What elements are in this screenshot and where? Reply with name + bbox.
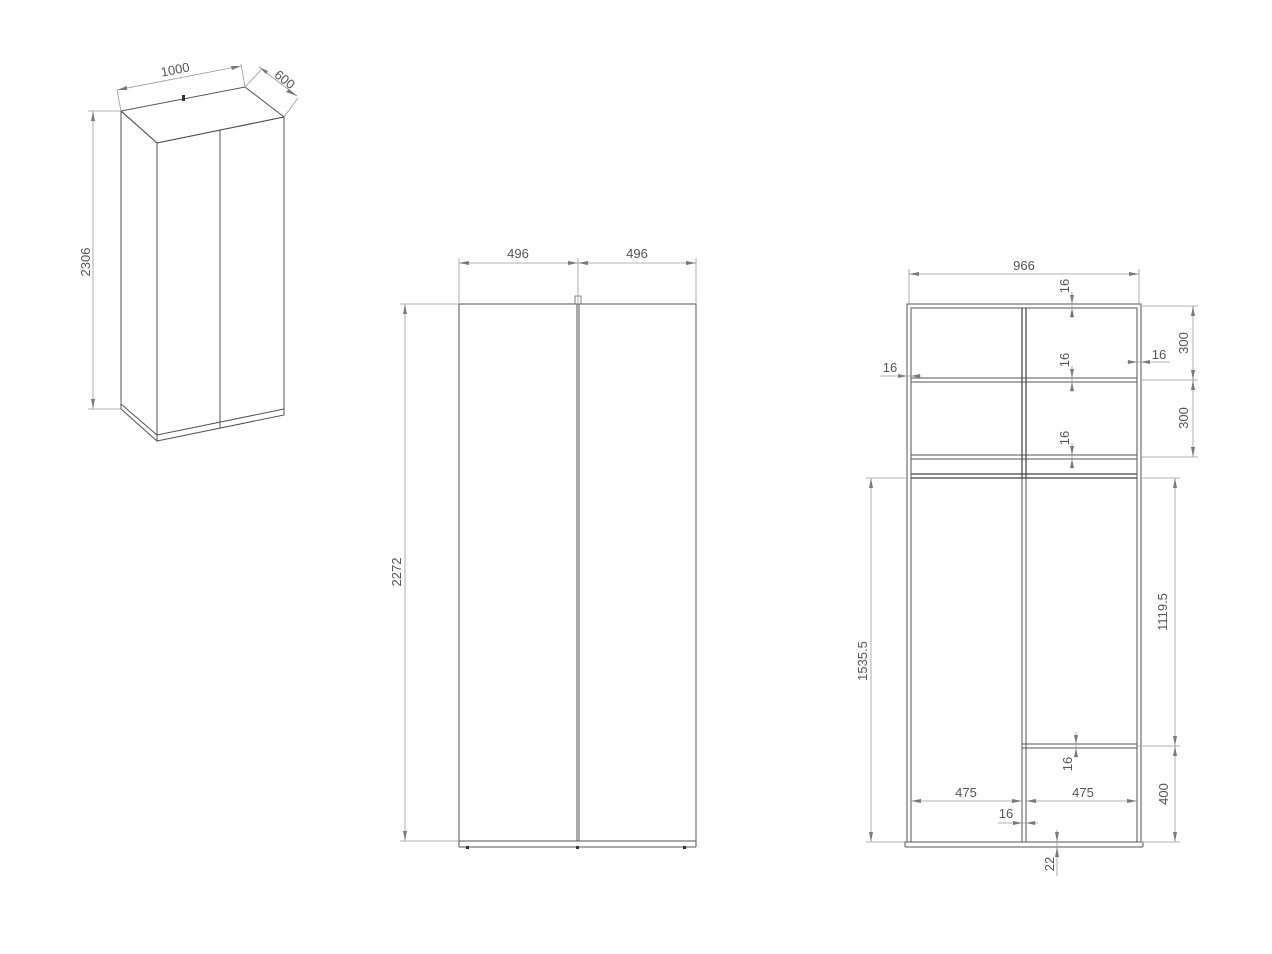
dim-label-right-side: 16 xyxy=(1152,347,1166,362)
dim-label-right-bay: 475 xyxy=(1072,785,1094,800)
dim-label-iso-height: 2306 xyxy=(78,248,93,277)
isometric-view: 1000 600 2306 xyxy=(78,59,299,443)
dim-plinth-height: 22 xyxy=(1042,830,1059,876)
dim-top-thickness: 16 xyxy=(1057,279,1074,318)
dim-label-right-hanging: 1119.5 xyxy=(1155,593,1170,631)
dim-label-shelf2-thickness: 16 xyxy=(1057,431,1072,445)
interior-view: 966 16 16 16 16 xyxy=(855,258,1198,876)
dim-inner-width: 966 xyxy=(908,258,1140,304)
dim-label-top-thickness: 16 xyxy=(1057,279,1072,293)
dim-shelf1-thickness: 16 xyxy=(1057,353,1074,392)
dim-label-left-bay: 475 xyxy=(955,785,977,800)
wardrobe-front-body xyxy=(458,295,697,849)
front-view: 496 496 2272 xyxy=(389,246,697,849)
dim-label-compartment-2: 300 xyxy=(1176,407,1191,429)
dim-label-bottom-compartment: 400 xyxy=(1156,783,1171,805)
dim-right-side-thickness: 16 xyxy=(1127,347,1170,364)
dim-label-iso-width: 1000 xyxy=(160,59,191,79)
dim-iso-width: 1000 xyxy=(116,59,246,112)
dim-front-left-door: 496 xyxy=(458,246,579,304)
dim-label-compartment-1: 300 xyxy=(1176,332,1191,354)
dim-iso-height: 2306 xyxy=(78,110,121,410)
dim-label-left-hanging: 1535.5 xyxy=(855,641,870,681)
dim-label-right-door: 496 xyxy=(626,246,648,261)
dim-front-right-door: 496 xyxy=(578,246,697,304)
dim-label-bottom-shelf: 16 xyxy=(1060,757,1075,771)
dim-label-plinth: 22 xyxy=(1042,857,1057,871)
dim-iso-depth: 600 xyxy=(244,66,299,118)
wardrobe-interior-body xyxy=(904,303,1144,848)
dim-label-left-door: 496 xyxy=(507,246,529,261)
dim-label-left-side: 16 xyxy=(883,360,897,375)
dim-shelf2-thickness: 16 xyxy=(1057,431,1074,469)
dim-label-partition: 16 xyxy=(999,806,1013,821)
dim-label-inner-width: 966 xyxy=(1013,258,1035,273)
dim-partition-thickness: 16 xyxy=(998,806,1038,825)
dim-right-hanging-height: 1119.5 400 xyxy=(1137,477,1180,843)
dim-compartment-heights: 300 300 xyxy=(1141,305,1198,458)
dim-bottom-shelf-thickness: 16 xyxy=(1060,732,1078,771)
dim-label-front-height: 2272 xyxy=(389,558,404,587)
dim-label-iso-depth: 600 xyxy=(272,67,298,92)
dim-left-hanging-height: 1535.5 xyxy=(855,477,907,843)
wardrobe-iso-body xyxy=(119,86,286,443)
dim-left-side-thickness: 16 xyxy=(880,360,921,378)
dim-front-height: 2272 xyxy=(389,303,459,842)
dim-bay-widths: 475 475 xyxy=(911,785,1137,803)
dim-label-shelf1-thickness: 16 xyxy=(1057,353,1072,367)
